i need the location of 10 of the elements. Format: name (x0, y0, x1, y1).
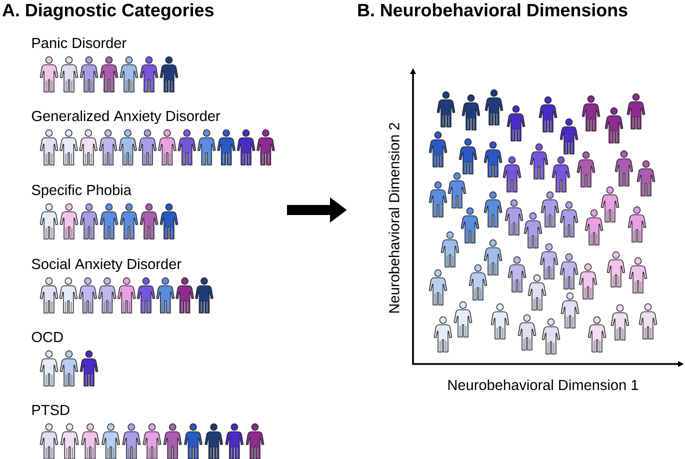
category-label: Social Anxiety Disorder (32, 258, 182, 272)
category-label: OCD (32, 332, 63, 342)
axis-label: Neurobehavioral Dimension 2 (388, 122, 400, 313)
category-label: Specific Phobia (32, 184, 132, 198)
axis-label: Neurobehavioral Dimension 1 (448, 379, 638, 390)
category-label: Panic Disorder (32, 37, 126, 48)
panel-title: A. Diagnostic Categories (2, 3, 214, 20)
category-label: PTSD (32, 404, 70, 416)
panel-title: B. Neurobehavioral Dimensions (358, 3, 628, 16)
category-label: Generalized Anxiety Disorder (32, 110, 220, 124)
